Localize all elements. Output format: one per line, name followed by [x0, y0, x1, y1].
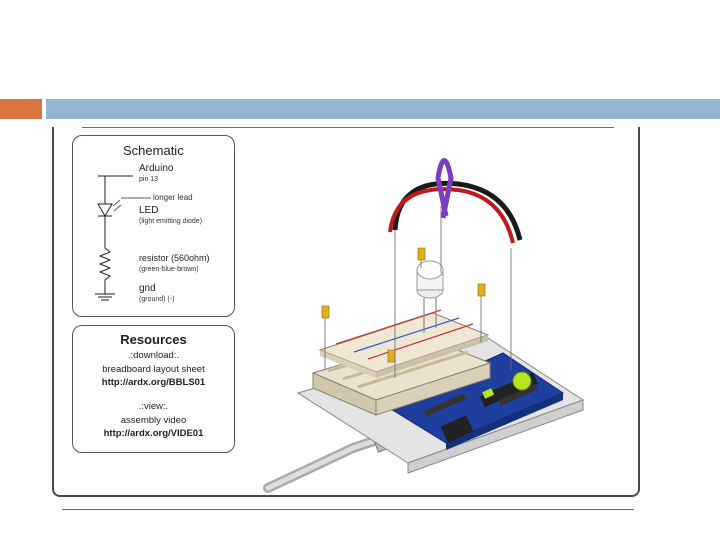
- wire-purple: [435, 158, 454, 219]
- schematic-diagram: [95, 175, 151, 301]
- resources-title: Resources: [120, 332, 187, 347]
- gnd-description: (ground) (-): [139, 296, 175, 303]
- content-frame: [52, 127, 640, 497]
- schematic-title: Schematic: [123, 143, 184, 158]
- download-link[interactable]: http://ardx.org/BBLS01: [101, 377, 206, 388]
- gnd-label: gnd: [139, 283, 156, 294]
- resources-panel: Resources .:download:. breadboard layout…: [72, 325, 235, 453]
- led-label: LED: [139, 205, 159, 216]
- frame-top-rule: [82, 127, 614, 128]
- led-component: [416, 260, 444, 333]
- longer-lead-label: longer lead: [153, 193, 193, 202]
- resistor-symbol-icon: [98, 247, 112, 281]
- power-led-ring: [512, 371, 532, 391]
- led-description: (light emitting diode): [139, 218, 203, 225]
- resistor-description: (green-blue-brown): [139, 266, 199, 273]
- led-symbol-icon: [97, 199, 122, 217]
- power-jack: [440, 415, 474, 443]
- arduino-label: Arduino: [139, 163, 174, 174]
- view-link[interactable]: http://ardx.org/VIDE01: [103, 428, 204, 439]
- view-description: assembly video: [120, 415, 187, 426]
- resistor-label: resistor (560ohm): [139, 253, 210, 263]
- schematic-panel: Schematic Arduino pin 13 longer lead LED…: [72, 135, 235, 317]
- download-heading: .:download:.: [127, 350, 180, 361]
- assembly-illustration: [263, 158, 585, 493]
- arduino-pin-label: pin 13: [139, 176, 159, 183]
- download-description: breadboard layout sheet: [102, 364, 205, 375]
- ground-symbol-icon: [95, 293, 115, 301]
- wire-red: [388, 187, 515, 244]
- header-pins: [321, 247, 486, 363]
- bottom-rule: [62, 509, 634, 510]
- view-heading: .:view:.: [138, 401, 169, 412]
- header-accent-orange: [0, 99, 42, 119]
- header-accent-blue: [46, 99, 720, 119]
- layout-sheet: [318, 309, 490, 378]
